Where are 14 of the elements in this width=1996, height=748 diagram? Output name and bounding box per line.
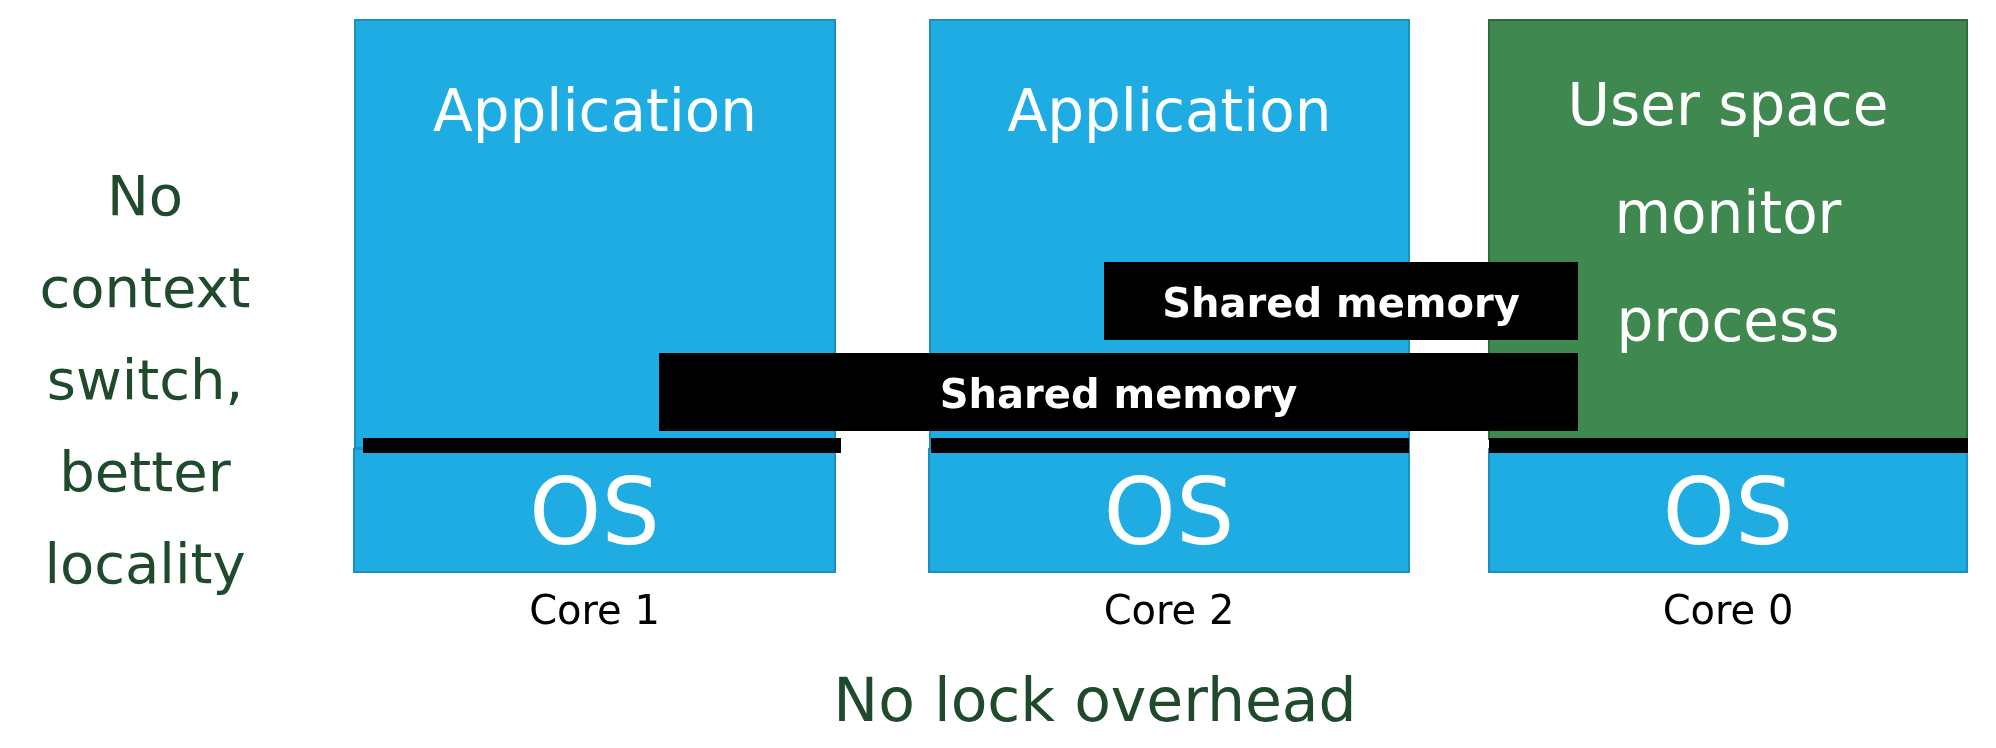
core-label: Core 2 — [1102, 586, 1236, 635]
os-box: OS — [353, 448, 836, 573]
os-box: OS — [928, 448, 1410, 573]
shared-memory-bar: Shared memory — [659, 353, 1578, 431]
separator-bar — [1489, 438, 1968, 453]
side-note: No context switch, better locality — [38, 162, 252, 598]
separator-bar — [363, 438, 841, 453]
os-box: OS — [1488, 448, 1968, 573]
shared-memory-bar: Shared memory — [1104, 262, 1578, 340]
separator-bar — [931, 438, 1409, 453]
bottom-note: No lock overhead — [832, 664, 1358, 737]
core-label: Core 0 — [1661, 586, 1795, 635]
application-box: Application — [354, 19, 836, 449]
core-label: Core 1 — [528, 586, 661, 635]
